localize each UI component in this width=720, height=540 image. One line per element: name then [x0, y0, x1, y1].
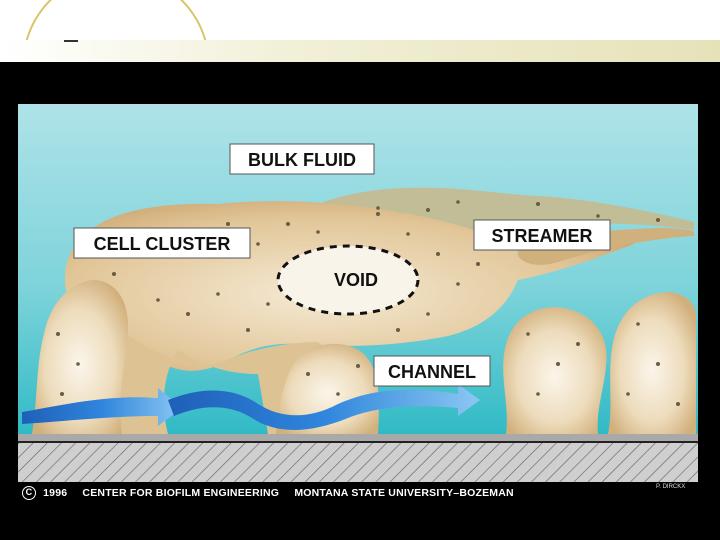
credit-year: 1996 — [43, 487, 67, 499]
label-cell-cluster: CELL CLUSTER — [74, 228, 250, 258]
credit-center: CENTER FOR BIOFILM ENGINEERING — [82, 487, 279, 499]
credit-artist: P. DIRCKX — [656, 484, 685, 490]
label-channel-text: CHANNEL — [388, 362, 476, 382]
label-bulk-fluid-text: BULK FLUID — [248, 150, 356, 170]
label-void-text: VOID — [334, 270, 378, 290]
label-channel: CHANNEL — [374, 356, 490, 386]
header-band — [0, 40, 720, 62]
copyright-symbol: C — [22, 486, 36, 500]
substratum-hatch — [18, 442, 698, 482]
biofilm-diagram: BULK FLUID CELL CLUSTER STREAMER VOID CH… — [18, 104, 698, 482]
label-streamer: STREAMER — [474, 220, 610, 250]
label-bulk-fluid: BULK FLUID — [230, 144, 374, 174]
label-cell-cluster-text: CELL CLUSTER — [94, 234, 231, 254]
credit-line: C 1996 CENTER FOR BIOFILM ENGINEERING MO… — [22, 486, 582, 500]
label-streamer-text: STREAMER — [491, 226, 592, 246]
right-tower-1 — [503, 307, 606, 434]
title-dash — [64, 40, 78, 42]
credit-university: MONTANA STATE UNIVERSITY–BOZEMAN — [294, 487, 514, 499]
